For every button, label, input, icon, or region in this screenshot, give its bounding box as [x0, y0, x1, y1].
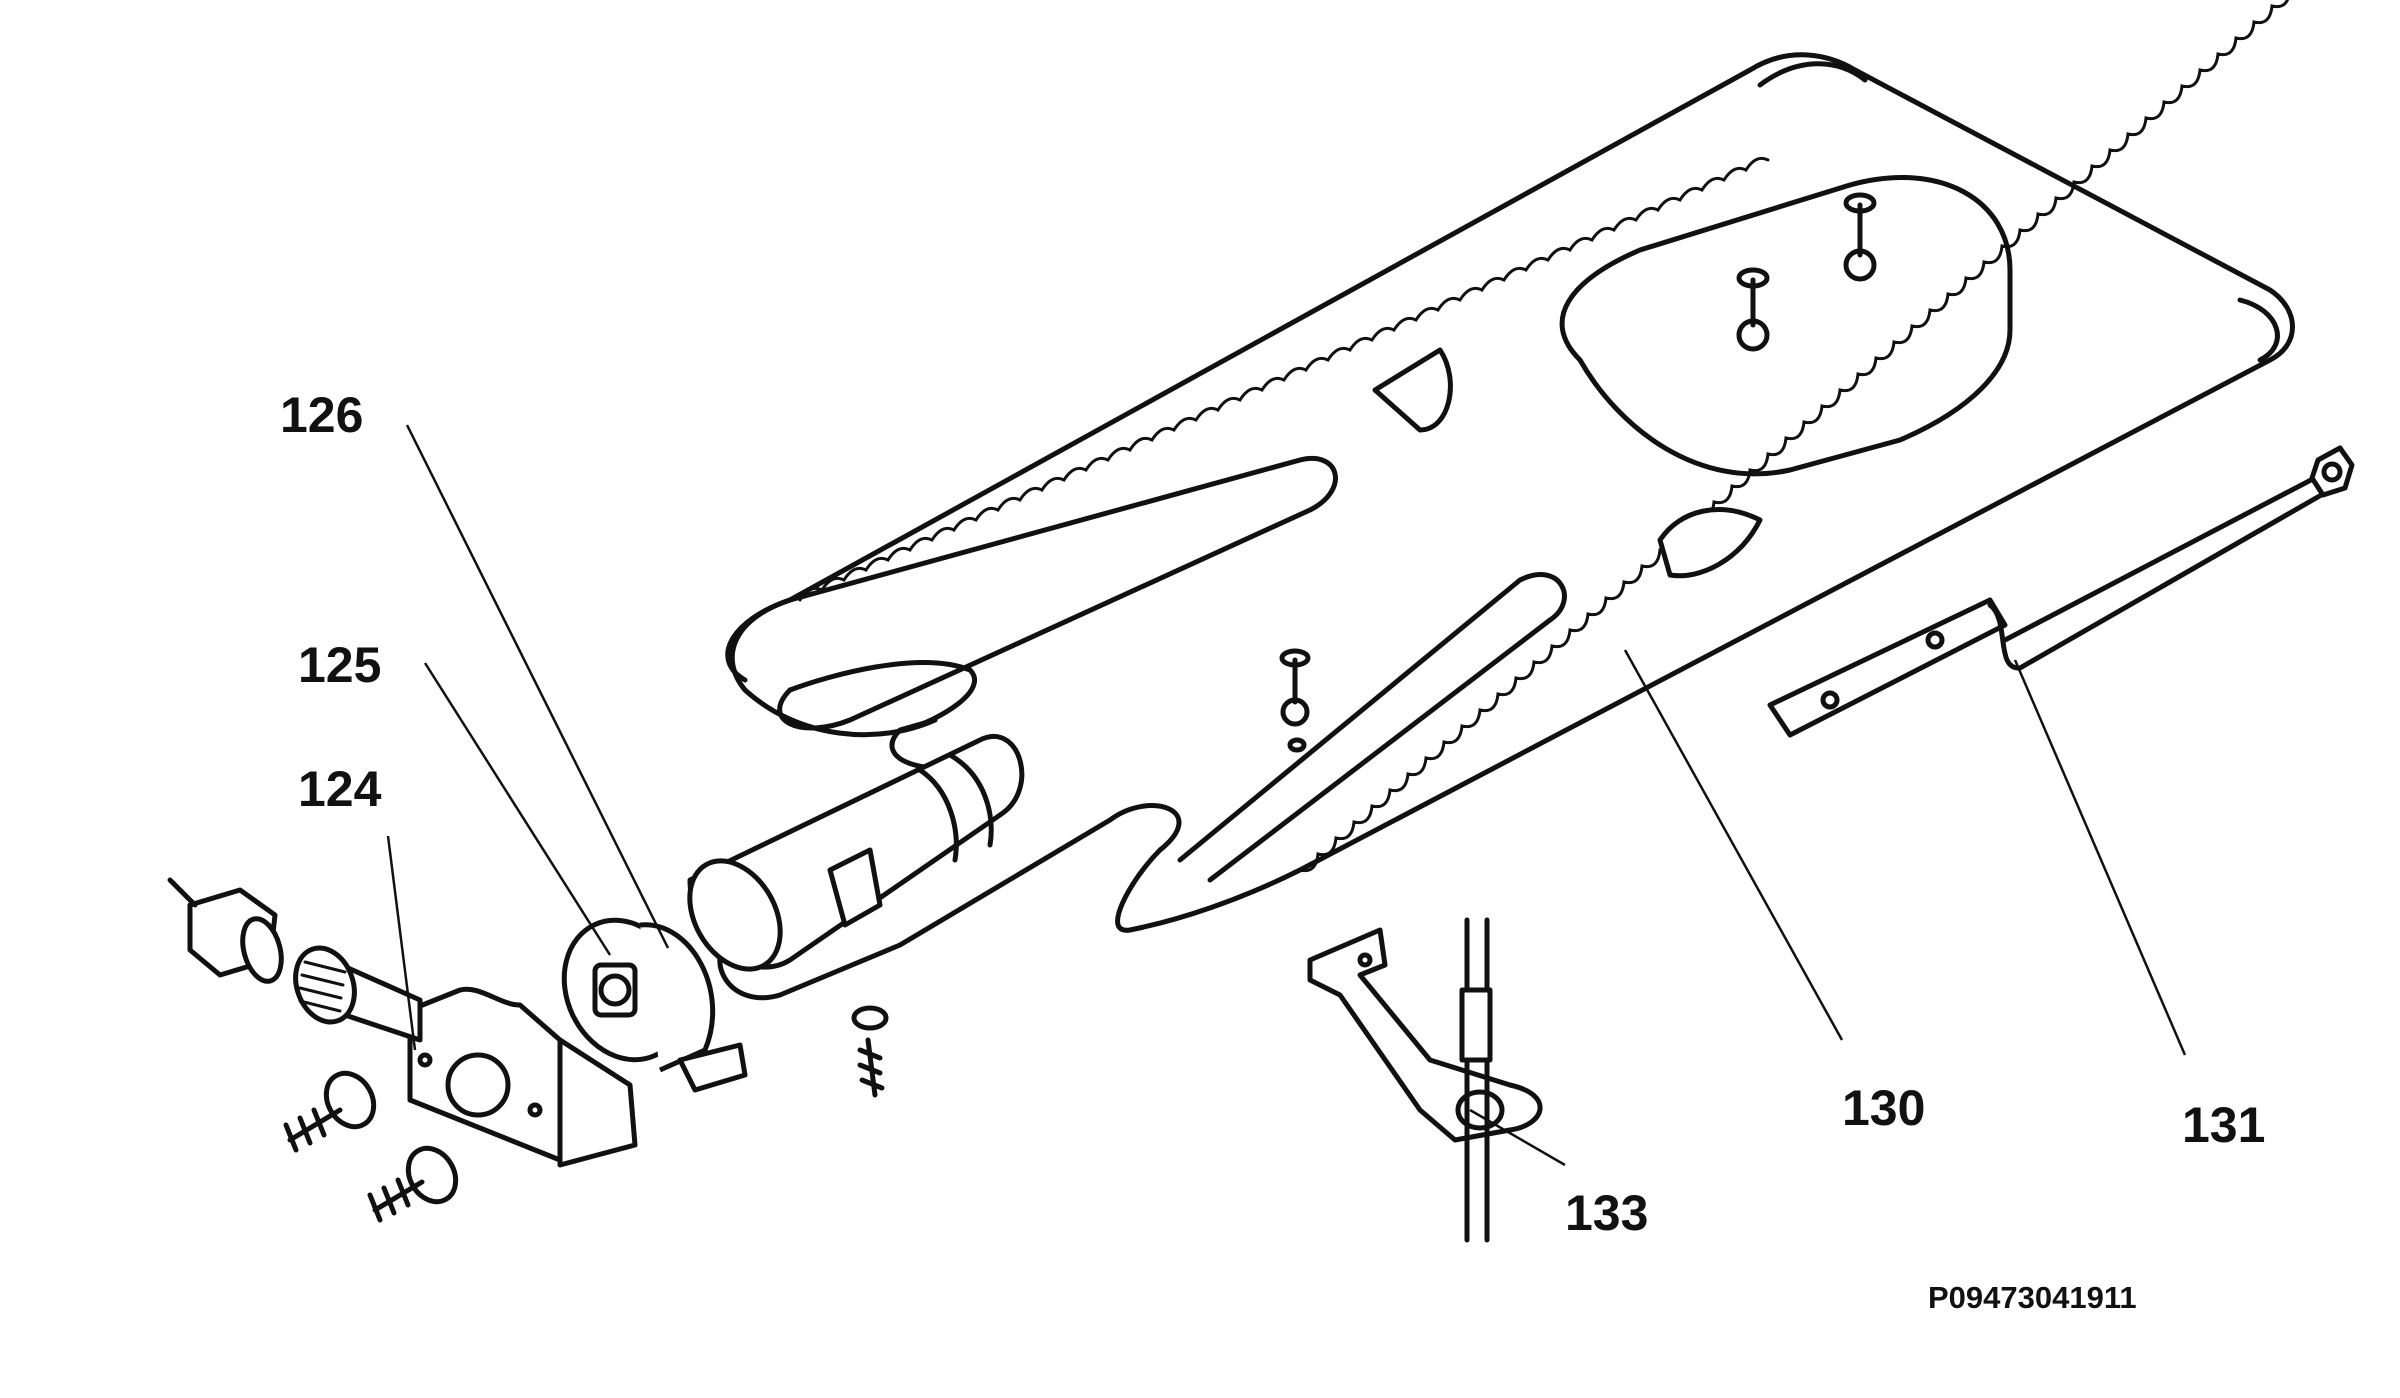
screw-icon: [367, 1145, 459, 1223]
screw-icon: [1843, 192, 1877, 282]
leader-131: [2013, 659, 2187, 1056]
mounting-bracket-drawing: [167, 877, 638, 1168]
part-label-125: 125: [298, 637, 381, 693]
leader-130: [1623, 649, 1844, 1041]
diagram-reference-code: P09473041911: [1928, 1280, 2137, 1315]
part-label-130: 130: [1842, 1080, 1925, 1136]
screw-icon: [283, 1070, 377, 1153]
screw-icon: [1736, 267, 1770, 352]
air-shutter-drawing: [561, 917, 748, 1093]
leader-126: [405, 424, 670, 949]
leader-124: [386, 835, 417, 1051]
part-label-133: 133: [1565, 1185, 1648, 1241]
thermocouple-bracket-drawing: [1307, 917, 1543, 1243]
leader-133: [1469, 1108, 1566, 1167]
leader-lines: [386, 424, 2187, 1167]
part-label-131: 131: [2182, 1097, 2265, 1153]
leader-125: [423, 662, 612, 956]
screw-icon: [851, 1005, 889, 1098]
part-label-124: 124: [298, 761, 382, 817]
oven-burner-drawing: [687, 0, 2295, 1001]
support-bracket-drawing: [1767, 445, 2355, 738]
screw-icon: [1279, 648, 1311, 753]
part-label-126: 126: [280, 387, 363, 443]
